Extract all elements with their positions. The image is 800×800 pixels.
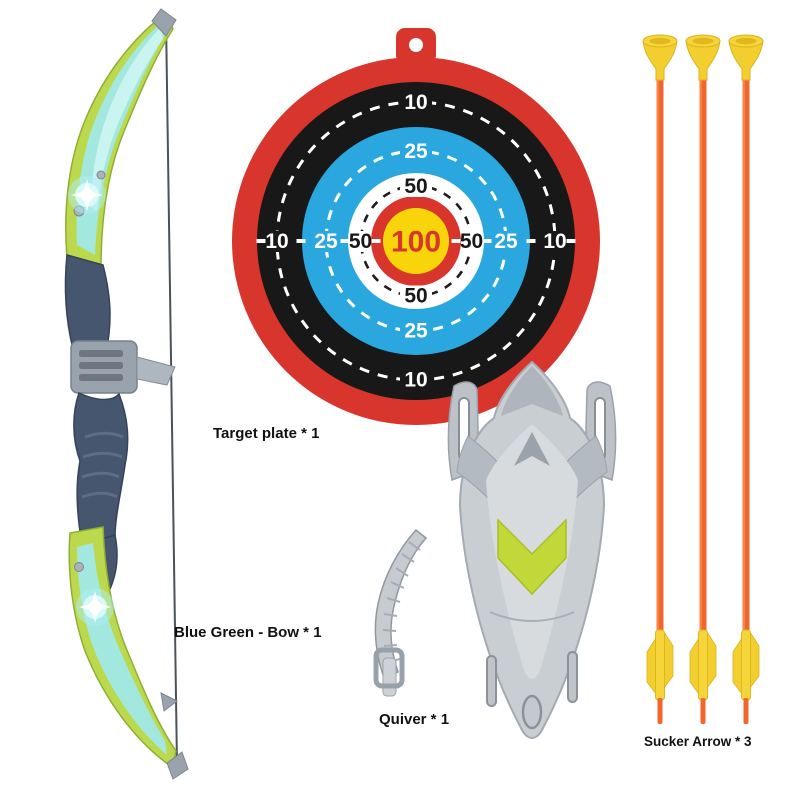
- target-score-right-25: 25: [494, 230, 518, 253]
- target-score-right-50: 50: [460, 230, 483, 253]
- target-score-bottom-10: 10: [404, 369, 427, 392]
- target-score-top-50: 50: [404, 175, 427, 198]
- quiver-strap: [373, 528, 428, 697]
- target-axis-dashes: [256, 239, 576, 243]
- bow-illustration: [64, 8, 189, 780]
- target-score-center-100: 100: [391, 226, 441, 259]
- strap-tail: [382, 657, 397, 697]
- target-score-right-10: 10: [543, 230, 566, 253]
- target-score-left-25: 25: [314, 230, 338, 253]
- target-score-bottom-50: 50: [404, 285, 427, 308]
- sucker-arrow-1: [642, 34, 678, 724]
- bow-label: Blue Green - Bow * 1: [174, 624, 322, 641]
- target-score-bottom-25: 25: [404, 320, 428, 343]
- bow-upper-light: [68, 176, 106, 214]
- target-score-top-25: 25: [404, 140, 428, 163]
- bow-string: [165, 18, 178, 766]
- target-score-top-10: 10: [404, 91, 427, 114]
- quiver-illustration: [447, 360, 617, 739]
- target-score-left-50: 50: [349, 230, 372, 253]
- target-score-left-10: 10: [265, 230, 288, 253]
- target-number-masks: [261, 92, 571, 391]
- target-bullseye: [383, 208, 449, 274]
- target-score-numbers: 10 25 50 50 25 10 10 25 50 50 25 10 100: [265, 91, 566, 392]
- quiver-green-accent: [497, 518, 567, 596]
- target-hanging-tab: [396, 28, 436, 64]
- quiver-label: Quiver * 1: [379, 711, 450, 728]
- bow-lower-limb: [68, 526, 189, 780]
- target-illustration: 10 25 50 50 25 10 10 25 50 50 25 10 100: [232, 28, 600, 425]
- arrows-illustration: [642, 34, 764, 724]
- arrows-label: Sucker Arrow * 3: [644, 734, 752, 749]
- sucker-arrow-2: [685, 34, 721, 724]
- sucker-arrow-3: [728, 34, 764, 724]
- bow-lower-light: [76, 588, 114, 626]
- quiver-body: [456, 360, 608, 739]
- strap-buckle: [373, 647, 405, 689]
- target-label: Target plate * 1: [213, 425, 320, 442]
- bow-upper-limb: [65, 8, 177, 269]
